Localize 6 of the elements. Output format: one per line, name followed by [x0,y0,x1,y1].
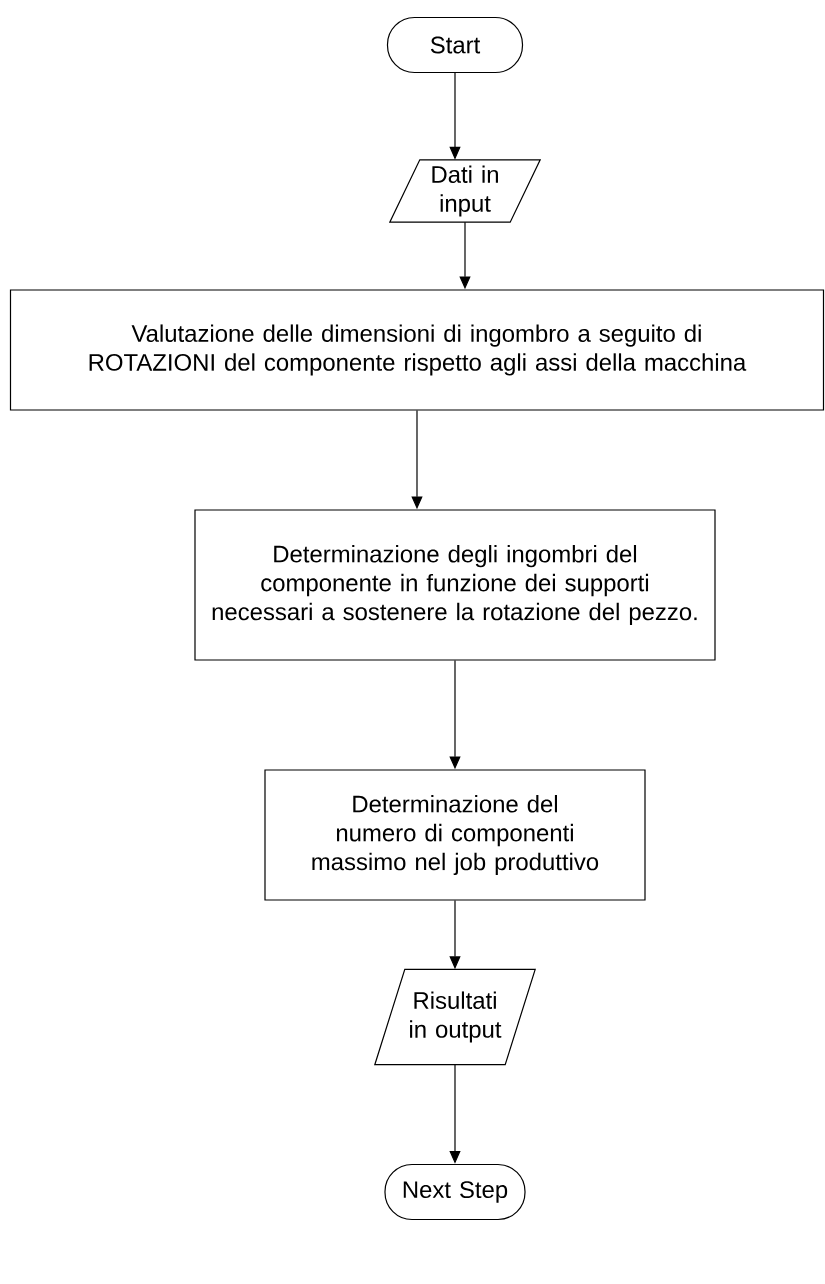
process-box: Determinazione degli ingombri del componente in funzione dei supporti necessari a sostenere la rotazione del pezzo. [194,509,716,661]
terminal-box: Start [386,16,524,74]
io-parallelogram: Risultati in output [374,968,536,1066]
terminal-box: Next Step [384,1163,526,1221]
process-box: Valutazione delle dimensioni di ingombro a seguito di ROTAZIONI del componente rispetto agli assi della macchina [9,289,825,411]
process-box: Determinazione del numero di componenti massimo nel job produttivo [264,769,646,901]
